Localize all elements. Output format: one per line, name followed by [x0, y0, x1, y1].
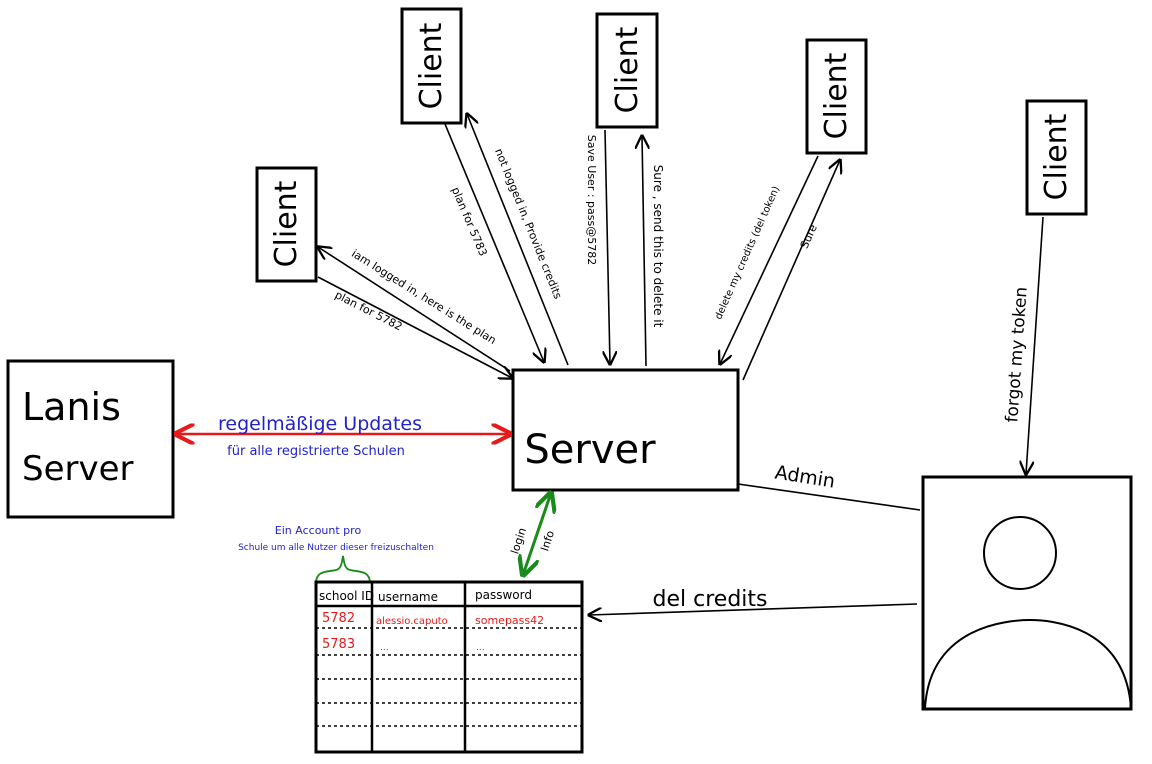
client-node-5: Client	[1025, 99, 1088, 216]
table-header-username: username	[378, 590, 438, 604]
client-label: Client	[610, 26, 645, 113]
client-label: Client	[414, 22, 449, 109]
updates-label-line1: regelmäßige Updates	[218, 413, 422, 435]
table-row-separators	[316, 627, 582, 727]
server-node: Server	[511, 368, 740, 492]
client-node-4: Client	[805, 38, 868, 155]
message-label: plan for 5783	[449, 185, 490, 258]
server-label: Server	[524, 427, 656, 473]
message-label: Save User : pass@5782	[585, 135, 598, 265]
connection-client1-server: iam logged in, here is the plan plan for…	[318, 247, 512, 378]
admin-avatar-body	[924, 618, 1132, 709]
table-cell: 5783	[322, 637, 355, 652]
connection-lanis-server: regelmäßige Updates für alle registriert…	[176, 413, 510, 459]
table-header-school-id: school ID	[319, 589, 374, 603]
table-header-password: password	[475, 588, 532, 602]
message-label: forgot my token	[1002, 286, 1031, 423]
login-info-line1: login	[508, 526, 529, 556]
connection-server-admin: Admin	[737, 461, 921, 511]
message-label: Sure , send this to delete it	[651, 165, 665, 328]
account-note-brace	[315, 555, 371, 584]
client-label: Client	[1039, 113, 1074, 200]
client-label: Client	[819, 52, 854, 139]
account-note: Ein Account pro Schule um alle Nutzer di…	[238, 524, 434, 584]
lanis-server-node: Lanis Server	[6, 359, 175, 519]
admin-label: Admin	[773, 461, 836, 492]
client-node-1: Client	[255, 166, 318, 283]
connection-server-table: login Info	[508, 493, 557, 575]
table-cell: alessio.caputo	[376, 616, 448, 627]
table-cell: ...	[380, 643, 389, 653]
table-cell: somepass42	[475, 614, 544, 627]
table-cell: ...	[476, 643, 485, 653]
account-note-line2: Schule um alle Nutzer dieser freizuschal…	[238, 543, 434, 553]
client-node-3: Client	[595, 12, 659, 129]
del-credits-label: del credits	[653, 587, 768, 612]
message-label: Sure	[798, 222, 820, 250]
message-label: not logged in, Provide credits	[492, 147, 564, 301]
connection-client5-admin: forgot my token	[1002, 216, 1044, 474]
account-note-line1: Ein Account pro	[275, 524, 362, 537]
credentials-table: school ID username password 5782 alessio…	[314, 580, 584, 754]
connection-admin-table: del credits	[589, 587, 918, 615]
updates-label-line2: für alle registrierte Schulen	[227, 444, 405, 459]
login-info-line2: Info	[538, 529, 557, 553]
admin-user-node	[921, 475, 1133, 711]
client-label: Client	[269, 180, 304, 267]
lanis-server-label-line2: Server	[22, 449, 134, 489]
client-node-2: Client	[400, 7, 463, 125]
connection-client4-server: delete my credits (del token) Sure	[713, 155, 840, 381]
table-cell: 5782	[322, 611, 355, 626]
admin-avatar-head	[983, 516, 1057, 590]
lanis-server-label-line1: Lanis	[22, 385, 121, 429]
connection-client3-server: Save User : pass@5782 Sure , send this t…	[585, 129, 665, 367]
